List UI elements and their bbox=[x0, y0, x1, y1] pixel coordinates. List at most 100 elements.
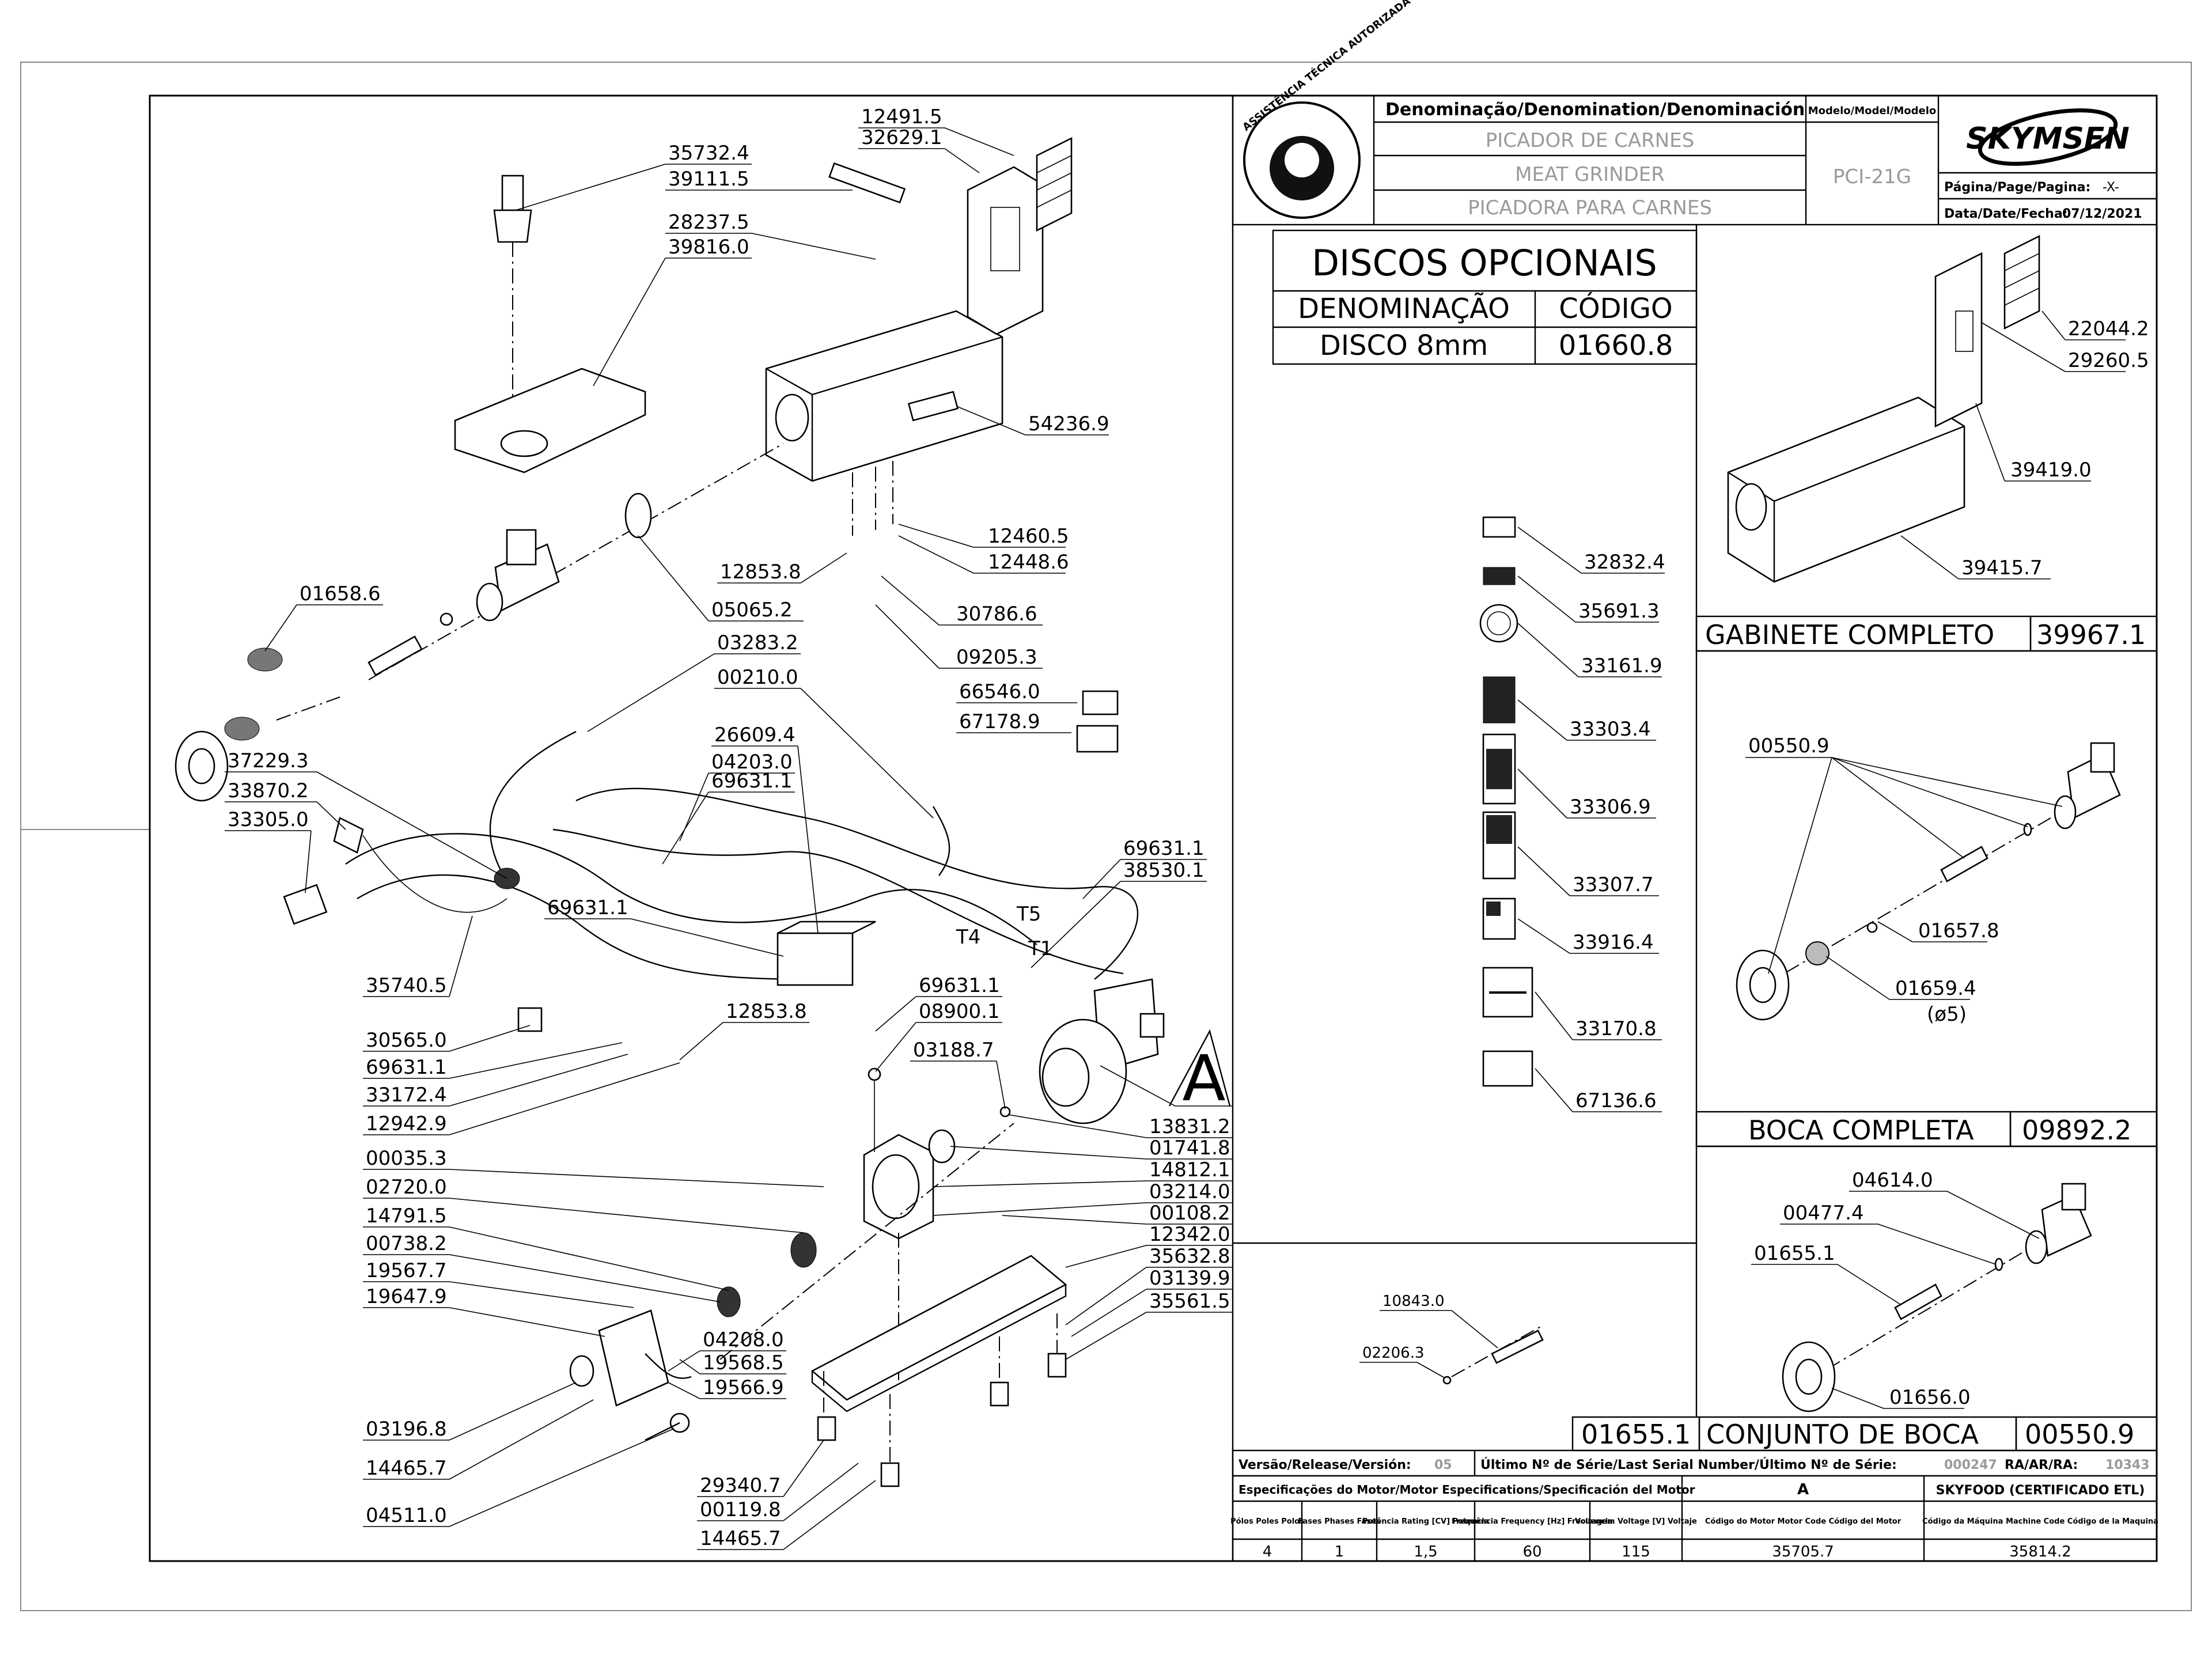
label-69631-1c: 69631.1 bbox=[547, 896, 628, 919]
label-04203-0: 04203.0 bbox=[711, 751, 793, 774]
label-19566-9: 19566.9 bbox=[703, 1376, 784, 1399]
skymsen-logo: SKYMSEN bbox=[1966, 108, 2130, 166]
label-22044-2: 22044.2 bbox=[2068, 317, 2149, 340]
label-00550-9: 00550.9 bbox=[1748, 734, 1830, 757]
screw-assembly: 10843.0 02206.3 bbox=[1359, 1293, 1544, 1385]
label-35740-5: 35740.5 bbox=[366, 974, 447, 997]
h-phases: Fases Phases Fases bbox=[1298, 1517, 1381, 1526]
wire-label-t5: T5 bbox=[1016, 903, 1041, 926]
label-13831-2: 13831.2 bbox=[1149, 1115, 1230, 1138]
label-30565-0: 30565.0 bbox=[366, 1029, 447, 1052]
main-exploded-view: A T5 T4 T1 bbox=[175, 137, 1233, 1487]
label-19568-5: 19568.5 bbox=[703, 1351, 784, 1374]
cabinet-code: 39967.1 bbox=[2036, 619, 2146, 650]
label-04511-0: 04511.0 bbox=[366, 1504, 447, 1527]
label-12491-5: 12491.5 bbox=[861, 105, 942, 128]
name-es: PICADORA PARA CARNES bbox=[1468, 196, 1712, 219]
cabinet-section: 22044.2 29260.5 39419.0 39415.7 GABINETE… bbox=[1695, 234, 2158, 652]
label-02720-0: 02720.0 bbox=[366, 1176, 447, 1199]
label-67136-6: 67136.6 bbox=[1575, 1089, 1657, 1112]
label-12853-8b: 12853.8 bbox=[726, 1000, 807, 1023]
label-00119-8: 00119.8 bbox=[700, 1498, 781, 1521]
wire-label-t1: T1 bbox=[1028, 937, 1052, 960]
mouth-set-code: 01655.1 bbox=[1581, 1419, 1691, 1450]
label-01658-6: 01658.6 bbox=[300, 582, 381, 605]
label-19567-7: 19567.7 bbox=[366, 1259, 447, 1282]
power: 1,5 bbox=[1414, 1543, 1437, 1560]
label-14465-7b: 14465.7 bbox=[700, 1527, 781, 1550]
label-12942-9: 12942.9 bbox=[366, 1112, 447, 1135]
label-00210-0: 00210.0 bbox=[717, 666, 798, 689]
date-value: 07/12/2021 bbox=[2062, 207, 2142, 221]
label-37229-3: 37229.3 bbox=[228, 749, 309, 772]
motor-code: 35705.7 bbox=[1772, 1543, 1834, 1560]
view-label-a: A bbox=[1182, 1041, 1225, 1115]
svg-text:SKYMSEN: SKYMSEN bbox=[1966, 122, 2130, 156]
h-power: Potência Rating [CV] Potencia bbox=[1362, 1517, 1489, 1526]
mouth-set-name: CONJUNTO DE BOCA bbox=[1706, 1419, 1979, 1450]
drawing-frame bbox=[149, 94, 2158, 1562]
col-a: A bbox=[1797, 1481, 1809, 1498]
label-67178-9: 67178.9 bbox=[959, 710, 1040, 733]
label-01659-4-note: (ø5) bbox=[1927, 1003, 1967, 1026]
label-26609-4: 26609.4 bbox=[714, 724, 796, 747]
title-block: ASSISTÊNCIA TÉCNICA AUTORIZADA Denominaç… bbox=[1232, 0, 2158, 226]
label-39415-7: 39415.7 bbox=[1961, 556, 2043, 579]
label-33916-4: 33916.4 bbox=[1573, 931, 1654, 954]
version-value: 05 bbox=[1434, 1458, 1452, 1472]
machine-code: 35814.2 bbox=[2009, 1543, 2071, 1560]
model-header: Modelo/Model/Modelo bbox=[1808, 105, 1937, 117]
label-33303-4: 33303.4 bbox=[1570, 718, 1651, 741]
label-54236-9: 54236.9 bbox=[1028, 412, 1109, 435]
model-value: PCI-21G bbox=[1833, 165, 1911, 188]
label-39111-5: 39111.5 bbox=[668, 168, 749, 191]
label-03196-8: 03196.8 bbox=[366, 1418, 447, 1441]
label-02206-3: 02206.3 bbox=[1362, 1344, 1425, 1362]
motor-spec-label: Especificações do Motor/Motor Especifica… bbox=[1238, 1483, 1695, 1497]
cabinet-name: GABINETE COMPLETO bbox=[1705, 619, 1994, 650]
main-view-labels: 12491.5 32629.1 35732.4 39111.5 28237.5 … bbox=[225, 105, 1233, 1550]
label-35691-3: 35691.3 bbox=[1578, 600, 1660, 623]
disc-code: 01660.8 bbox=[1559, 329, 1673, 362]
label-01655-1: 01655.1 bbox=[1754, 1242, 1835, 1265]
label-12342-0: 12342.0 bbox=[1149, 1223, 1230, 1246]
footer-table: Versão/Release/Versión: 05 Último Nº de … bbox=[1230, 1449, 2158, 1562]
mouth-section: 00550.9 01657.8 01659.4 (ø5) BOCA COMPLE… bbox=[1695, 734, 2158, 1147]
freq: 60 bbox=[1522, 1543, 1541, 1560]
label-33305-0: 33305.0 bbox=[228, 808, 309, 831]
label-32629-1: 32629.1 bbox=[861, 126, 942, 149]
label-39419-0: 39419.0 bbox=[2010, 459, 2092, 482]
label-38530-1: 38530.1 bbox=[1123, 859, 1205, 882]
label-00108-2: 00108.2 bbox=[1149, 1202, 1230, 1225]
page-label: Página/Page/Pagina: bbox=[1944, 180, 2090, 195]
h-motor-code: Código do Motor Motor Code Código del Mo… bbox=[1705, 1517, 1902, 1526]
h-machine-code: Código da Máquina Machine Code Código de… bbox=[1922, 1517, 2158, 1526]
label-05065-2: 05065.2 bbox=[711, 599, 793, 622]
mouth-name: BOCA COMPLETA bbox=[1748, 1115, 1974, 1146]
label-01656-0: 01656.0 bbox=[1889, 1386, 1971, 1409]
label-00477-4: 00477.4 bbox=[1783, 1202, 1864, 1225]
label-39816-0: 39816.0 bbox=[668, 236, 749, 259]
label-12448-6: 12448.6 bbox=[988, 551, 1069, 574]
label-01659-4: 01659.4 bbox=[1895, 977, 1976, 1000]
serial-value: 000247 bbox=[1944, 1458, 1997, 1472]
label-35732-4: 35732.4 bbox=[668, 142, 749, 165]
mouth-drawing bbox=[1736, 742, 2121, 1021]
optional-discs-title: DISCOS OPCIONAIS bbox=[1312, 242, 1657, 284]
label-01657-8: 01657.8 bbox=[1918, 919, 1999, 942]
label-33172-4: 33172.4 bbox=[366, 1084, 447, 1107]
label-10843-0: 10843.0 bbox=[1382, 1293, 1445, 1310]
ra-value: 10343 bbox=[2105, 1458, 2150, 1472]
label-69631-1a: 69631.1 bbox=[711, 770, 793, 793]
label-35632-8: 35632.8 bbox=[1149, 1245, 1230, 1268]
label-03139-9: 03139.9 bbox=[1149, 1267, 1230, 1290]
label-00035-3: 00035.3 bbox=[366, 1147, 447, 1170]
sticker-labels: 32832.4 35691.3 33161.9 33303.4 33306.9 … bbox=[1517, 527, 1665, 1112]
label-28237-5: 28237.5 bbox=[668, 211, 749, 234]
denomination-header: Denominação/Denomination/Denominación bbox=[1385, 100, 1805, 120]
page-value: -X- bbox=[2103, 180, 2119, 195]
h-poles: Pólos Poles Polos bbox=[1230, 1517, 1304, 1526]
label-03188-7: 03188.7 bbox=[913, 1039, 994, 1062]
label-66546-0: 66546.0 bbox=[959, 680, 1040, 703]
